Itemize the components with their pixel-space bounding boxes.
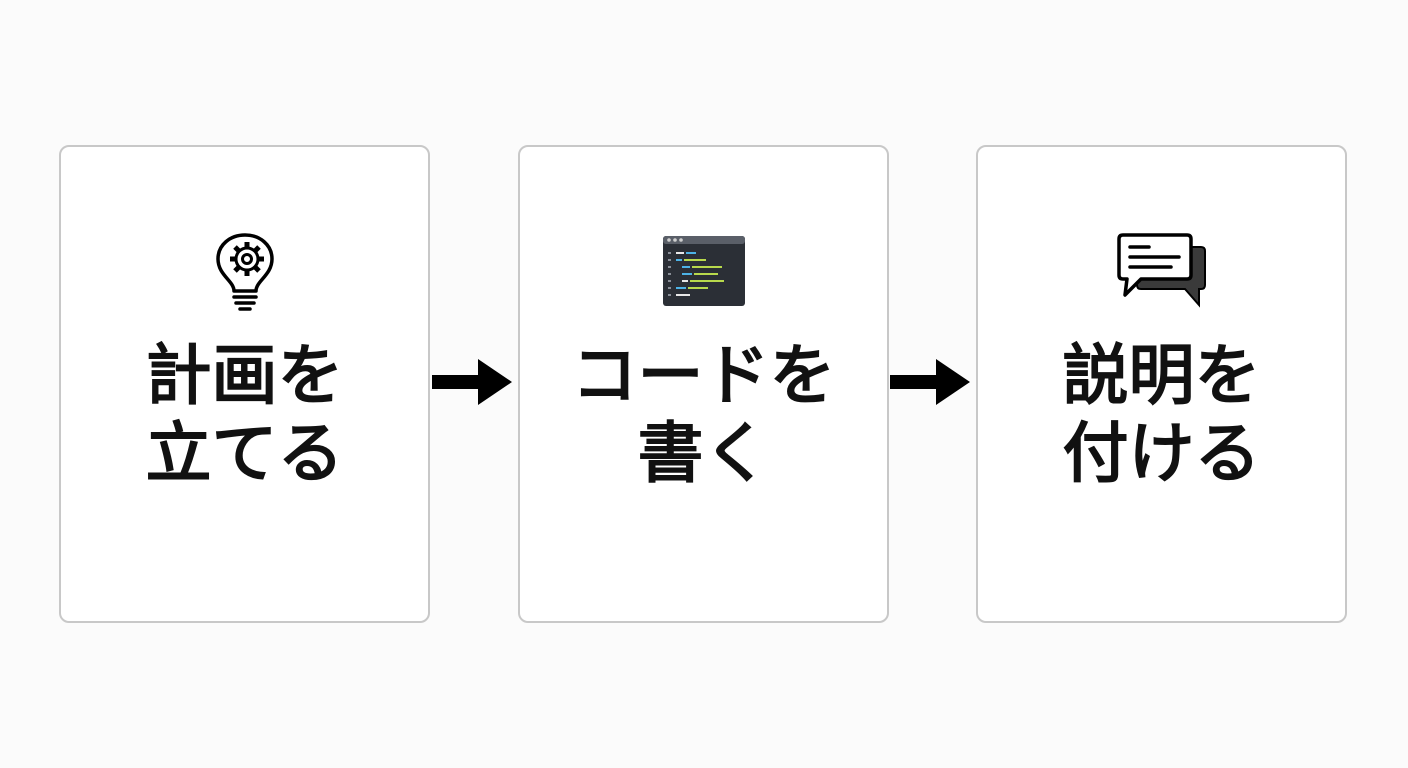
step-card-explain: 説明を 付ける [976,145,1347,623]
step-card-plan: 計画を 立てる [59,145,430,623]
arrow-right-icon [432,359,512,405]
step-label: コードを 書く [571,337,836,492]
step-label: 説明を 付ける [1062,337,1261,492]
arrow-right-icon [890,359,970,405]
code-editor-icon [659,231,749,311]
step-label: 計画を 立てる [145,337,344,492]
chat-bubbles-icon [1116,231,1207,311]
step-card-code: コードを 書く [518,145,889,623]
lightbulb-gear-icon [200,231,290,311]
